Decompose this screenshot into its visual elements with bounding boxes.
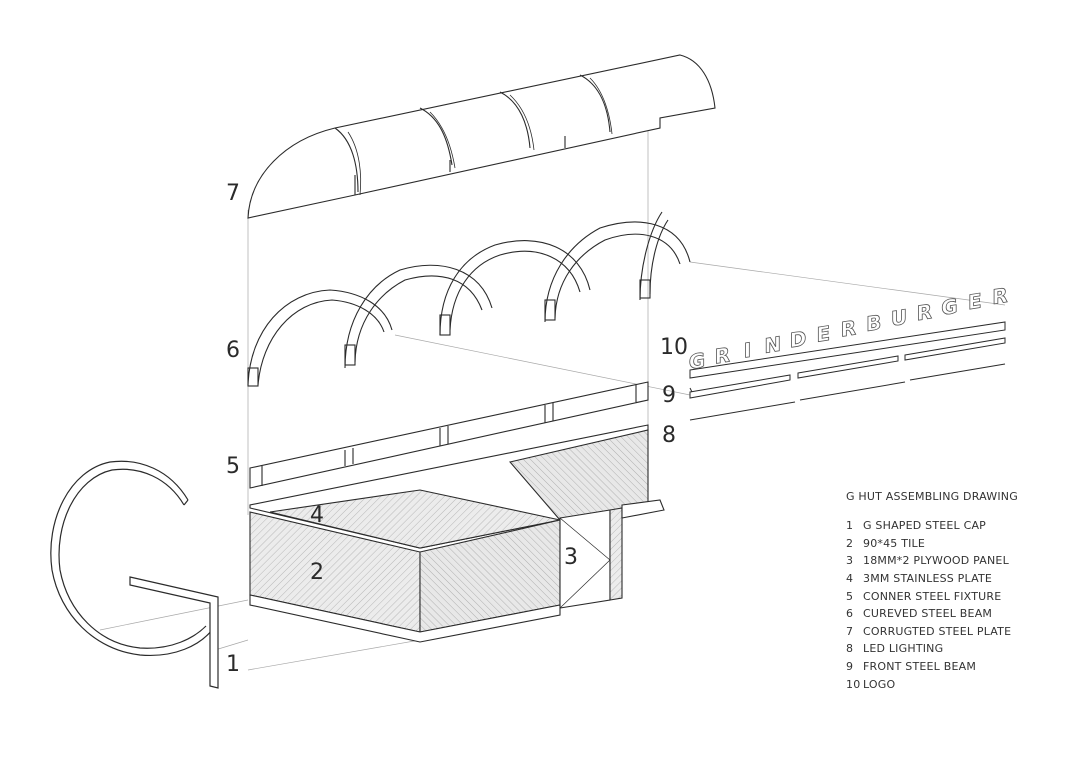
logo-letter: D	[790, 326, 807, 352]
legend-item-label: 90*45 TILE	[863, 536, 926, 550]
logo-letter: U	[891, 305, 907, 331]
callout-6: 6	[226, 338, 240, 363]
callout-4: 4	[310, 503, 324, 528]
logo-letter: R	[841, 315, 857, 341]
logo-letter: R	[992, 283, 1008, 309]
callout-5: 5	[226, 454, 240, 479]
legend-title: G HUT ASSEMBLING DRAWING	[846, 490, 1018, 503]
legend-item-number: 5	[846, 589, 854, 603]
legend-list: 1 G SHAPED STEEL CAP 2 90*45 TILE 3 18MM*2 PL…	[846, 517, 1018, 693]
callout-9: 9	[662, 383, 676, 408]
logo-letter: G	[941, 294, 957, 320]
front-steel-beam	[689, 337, 1006, 399]
callout-8: 8	[662, 423, 676, 448]
logo-letter: G	[689, 348, 705, 374]
callout-3: 3	[564, 545, 578, 570]
legend-item-label: FRONT STEEL BEAM	[863, 660, 977, 674]
logo-letter: B	[866, 310, 881, 336]
led-lighting	[689, 363, 1006, 421]
corner-steel-fixture	[249, 381, 649, 489]
curved-steel-beams	[247, 211, 691, 387]
legend-item-label: G SHAPED STEEL CAP	[863, 519, 987, 533]
legend-item: 8 LED LIGHTING	[846, 640, 1018, 658]
legend-item-label: LOGO	[863, 677, 896, 691]
legend-item: 5 CONNER STEEL FIXTURE	[846, 587, 1018, 605]
logo-letter: E	[968, 288, 982, 314]
legend-item: 1 G SHAPED STEEL CAP	[846, 517, 1018, 535]
legend-item-label: LED LIGHTING	[863, 642, 944, 656]
corrugated-steel-roof	[247, 54, 716, 219]
logo-letter: N	[764, 332, 781, 359]
legend-item-label: 18MM*2 PLYWOOD PANEL	[863, 554, 1009, 568]
g-shaped-steel-cap	[50, 460, 219, 689]
logo-letter: E	[816, 321, 830, 347]
callout-1: 1	[226, 652, 240, 677]
callout-2: 2	[310, 560, 324, 585]
legend-item-number: 8	[846, 642, 854, 656]
legend-item-number: 4	[846, 572, 854, 586]
legend-item-number: 9	[846, 660, 854, 674]
legend-item-number: 10	[846, 677, 861, 691]
counter-body	[249, 424, 665, 643]
legend-item: 4 3MM STAINLESS PLATE	[846, 570, 1018, 588]
callout-10: 10	[660, 335, 688, 360]
logo-letter: R	[715, 342, 731, 368]
legend-item-number: 3	[846, 554, 854, 568]
logo-sign-base	[689, 321, 1006, 379]
legend-item: 6 CUREVED STEEL BEAM	[846, 605, 1018, 623]
legend-item: 2 90*45 TILE	[846, 535, 1018, 553]
legend-item-label: CUREVED STEEL BEAM	[863, 607, 993, 621]
logo-letter: I	[744, 338, 751, 363]
legend: G HUT ASSEMBLING DRAWING 1 G SHAPED STEEL…	[846, 490, 1018, 693]
legend-item-number: 2	[846, 536, 854, 550]
legend-item-number: 1	[846, 519, 854, 533]
legend-item-label: CONNER STEEL FIXTURE	[863, 589, 1002, 603]
callout-7: 7	[226, 181, 240, 206]
legend-item-number: 7	[846, 624, 854, 638]
legend-item: 3 18MM*2 PLYWOOD PANEL	[846, 552, 1018, 570]
legend-item-number: 6	[846, 607, 854, 621]
legend-item: 7 CORRUGTED STEEL PLATE	[846, 623, 1018, 641]
legend-item-label: 3MM STAINLESS PLATE	[863, 572, 993, 586]
legend-item: 9 FRONT STEEL BEAM	[846, 658, 1018, 676]
logo-letter: R	[917, 299, 933, 325]
legend-item-label: CORRUGTED STEEL PLATE	[863, 624, 1012, 638]
